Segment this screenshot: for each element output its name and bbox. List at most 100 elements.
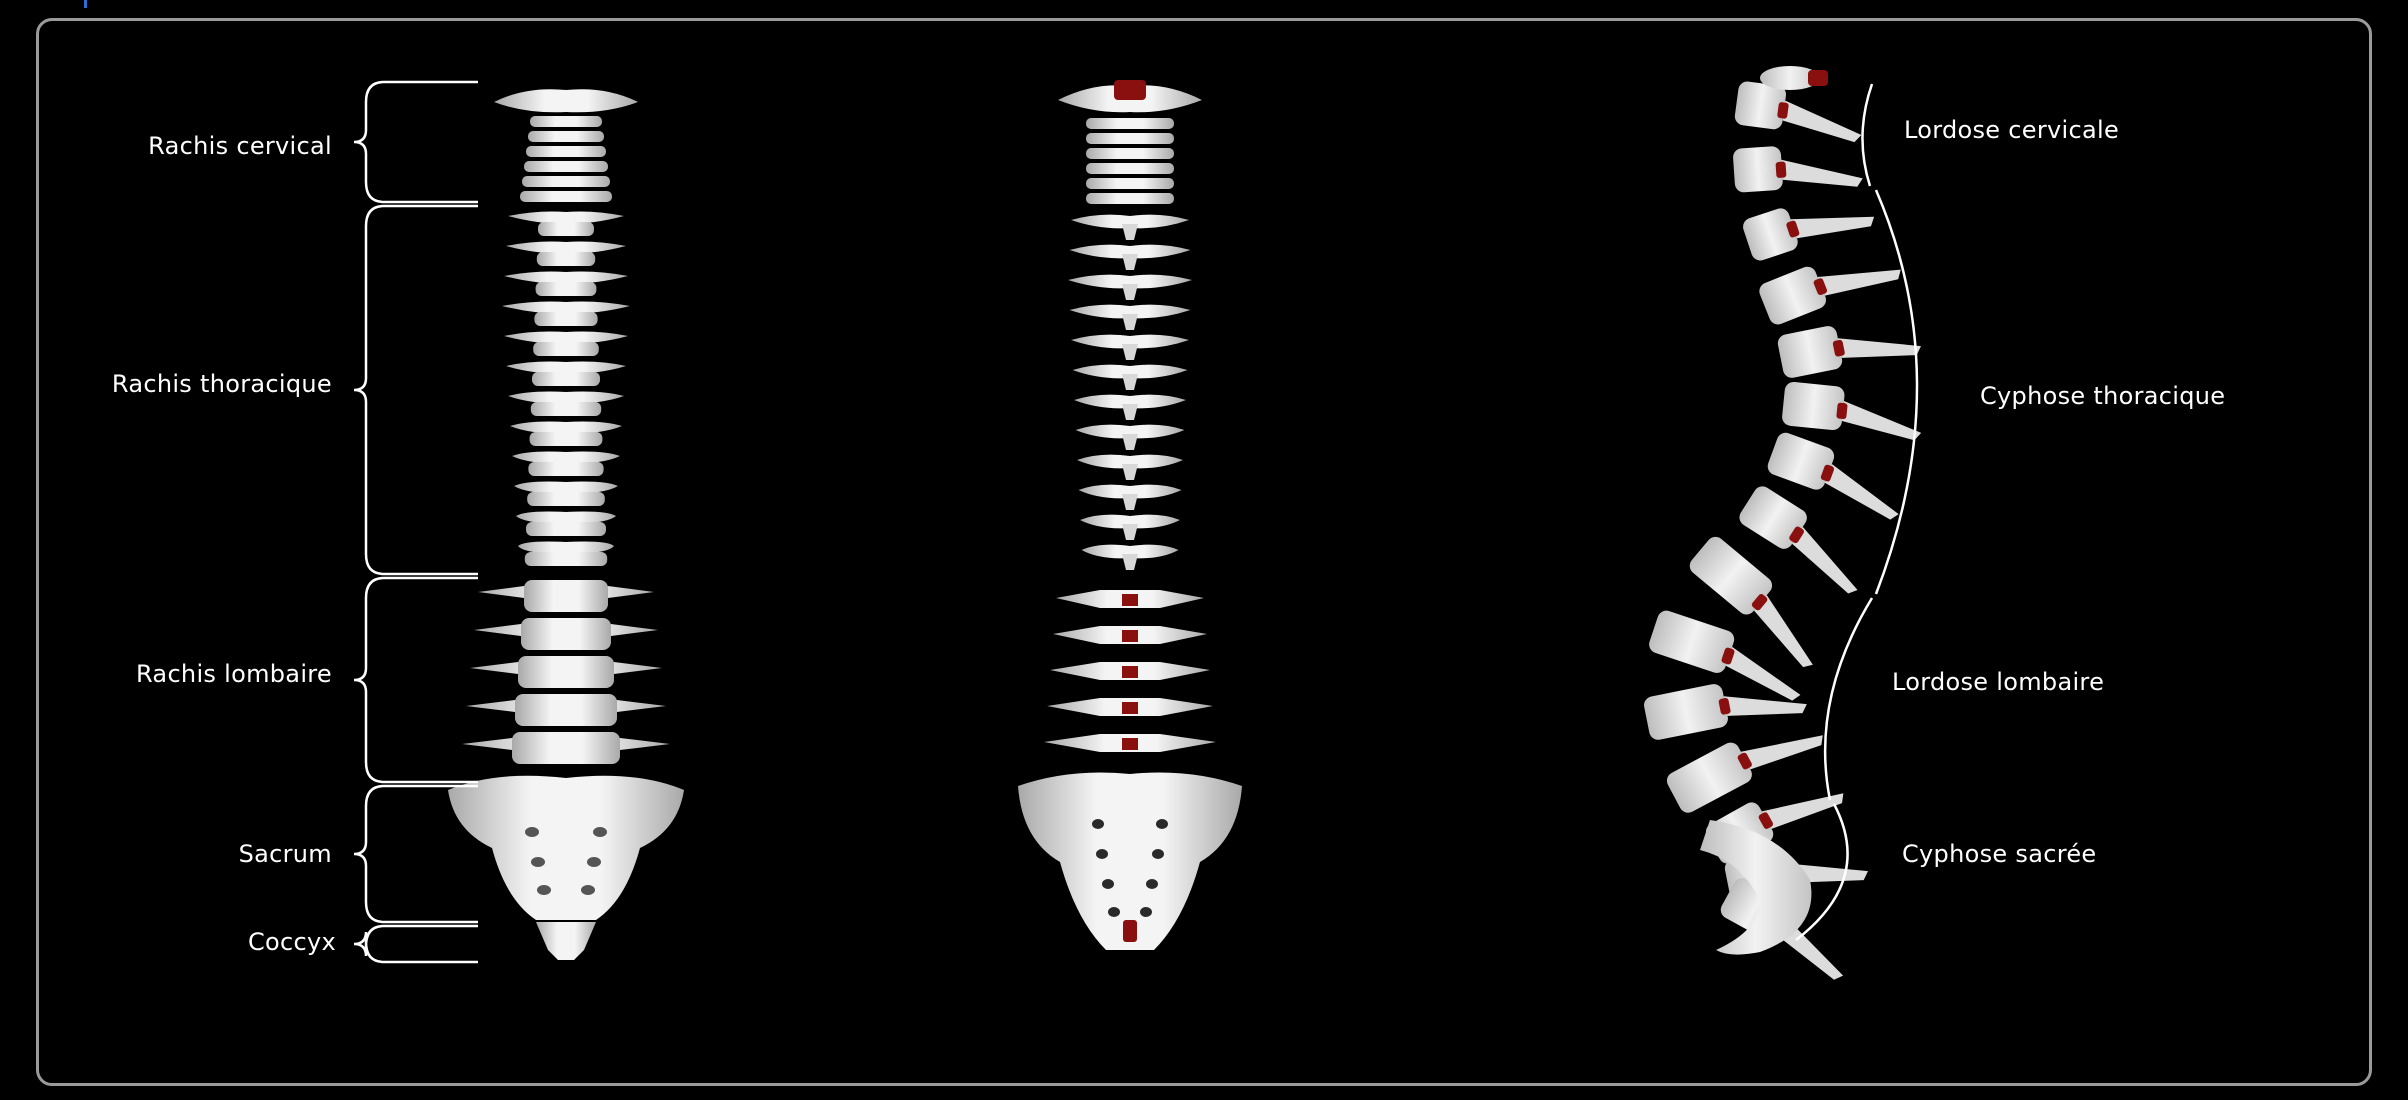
label-rachis-thoracique: Rachis thoracique [40,372,332,396]
atlas-canal [1808,70,1828,86]
sacral-foramen [593,827,607,837]
lateral-vertebra [1781,381,1925,441]
spinous-process [1122,284,1138,300]
vertebral-body [1664,739,1755,815]
spinous-process [1122,404,1138,420]
cervical-vertebra [520,191,612,202]
arc-lumbar-lordosis [1825,598,1872,800]
spinous-process [1122,464,1138,480]
label-cyphose-thoracique: Cyphose thoracique [1980,384,2225,408]
vertebral-body [1776,325,1843,380]
label-cyphose-sacree: Cyphose sacrée [1902,842,2096,866]
label-coccyx: Coccyx [180,930,336,954]
arc-thoracic-kyphosis [1876,190,1917,594]
thoracic-body [527,492,605,506]
bracket-lumbar [354,578,384,782]
thoracic-body [525,552,607,566]
bracket-sacrum [354,786,384,922]
spinous-process [1791,194,1877,250]
sacral-foramen [1092,819,1104,829]
vertebral-body [1642,683,1729,742]
spinal-canal [1775,161,1786,178]
spinous-process [1781,154,1863,191]
atlas-vertebra [494,89,638,112]
vertebral-body [1757,264,1829,327]
thoracic-body [534,312,597,326]
spinous-process [1741,714,1827,780]
anterior-spine-view [448,89,684,960]
spinal-canal [1122,594,1138,606]
spinous-process [1122,554,1138,570]
sacral-foramen [1152,849,1164,859]
cervical-vertebra [1086,133,1174,144]
coccyx-bone [536,922,596,960]
spinous-process [1781,101,1865,143]
bracket-coccyx [354,926,384,962]
cervical-vertebra [524,161,608,172]
spinal-canal [1836,402,1848,419]
spinous-process [1122,524,1138,540]
spinous-process [1838,323,1923,370]
left-region-brackets [354,82,478,962]
spinous-process [1821,464,1907,522]
thoracic-body [536,282,597,296]
spinal-canal [1122,702,1138,714]
sacral-hiatus [1123,920,1137,942]
cervical-vertebra [1086,148,1174,159]
cervical-vertebra [1086,118,1174,129]
cervical-vertebra [1086,163,1174,174]
sacral-foramen [525,827,539,837]
lateral-vertebra [1733,80,1866,143]
label-lordose-lombaire: Lordose lombaire [1892,670,2104,694]
vertebral-body [1781,381,1845,431]
sacral-foramen [1102,879,1114,889]
spinal-canal-top [1114,80,1146,100]
thoracic-body [528,462,603,476]
lateral-vertebra [1646,608,1812,702]
lumbar-vertebra [524,580,608,612]
label-rachis-lombaire: Rachis lombaire [70,662,332,686]
cervical-vertebra [1086,193,1174,204]
spinal-canal [1122,738,1138,750]
label-sacrum: Sacrum [180,842,332,866]
thoracic-body [526,522,606,536]
spinous-process [1724,681,1809,728]
vertebral-body [1647,608,1737,675]
spinous-process [1122,344,1138,360]
spinal-canal [1777,102,1789,119]
label-rachis-cervical: Rachis cervical [80,134,332,158]
cervical-vertebra [1086,178,1174,189]
thoracic-body [538,222,594,236]
sacral-foramen [1146,879,1158,889]
lumbar-vertebra [518,656,614,688]
lumbar-vertebra [521,618,611,650]
spinous-process [1122,434,1138,450]
spinous-process [1122,314,1138,330]
sacral-foramen [1156,819,1168,829]
cervical-vertebra [530,116,602,127]
thoracic-body [533,342,599,356]
bracket-cervical [354,82,384,202]
spinal-canal [1122,666,1138,678]
posterior-spine-view [1018,80,1242,950]
lateral-vertebra [1776,309,1922,382]
label-lordose-cervicale: Lordose cervicale [1904,118,2119,142]
sacral-foramen [581,885,595,895]
spinous-process [1818,247,1904,306]
vertebral-body [1733,146,1784,193]
spinous-process [1122,224,1138,240]
spinous-process [1841,401,1924,441]
cervical-vertebra [522,176,610,187]
lateral-vertebra [1642,667,1808,743]
spinous-process [1122,254,1138,270]
thoracic-body [537,252,595,266]
arc-cervical-lordosis [1862,84,1872,186]
cervical-vertebra [528,131,604,142]
sacral-foramen [1096,849,1108,859]
cervical-vertebra [526,146,606,157]
lateral-vertebra [1733,140,1864,194]
lateral-vertebra [1741,181,1877,265]
sacral-foramen [531,857,545,867]
sacral-foramen [1108,907,1120,917]
